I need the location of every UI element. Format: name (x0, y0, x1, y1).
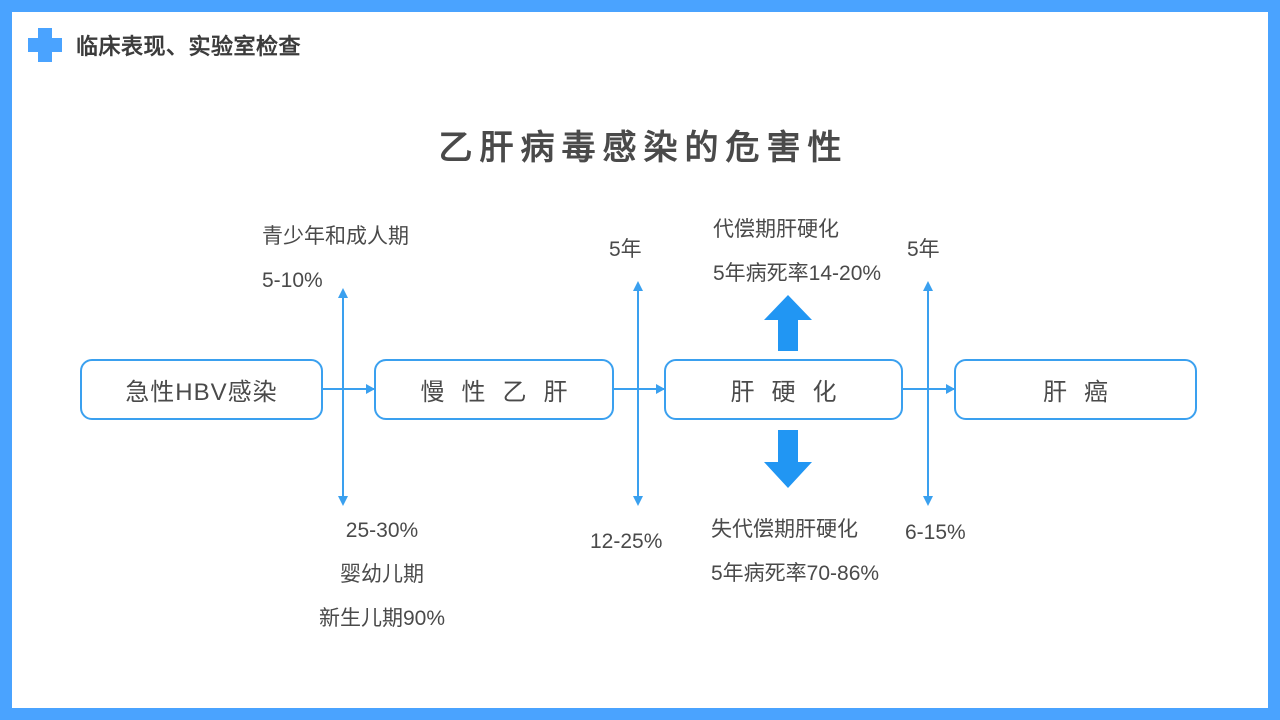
label-decompensated-cirrhosis: 失代偿期肝硬化 5年病死率70-86% (711, 518, 880, 585)
vertical-double-arrow-acute-chronic (338, 288, 348, 506)
slide-canvas: 临床表现、实验室检查 乙肝病毒感染的危害性 急性HBV感染 慢性乙肝 肝硬化 肝… (12, 12, 1268, 708)
arrow-up-thick-icon (764, 295, 812, 351)
vertical-double-arrow-chronic-cirrhosis (633, 281, 643, 506)
flow-box-acute-hbv-infection[interactable]: 急性HBV感染 (80, 359, 323, 420)
flow-box-cirrhosis[interactable]: 肝硬化 (664, 359, 903, 420)
connector-arrow-acute-to-chronic (323, 384, 375, 394)
label-infant-progression: 25-30% 婴幼儿期 新生儿期90% (318, 519, 446, 630)
header-title: 临床表现、实验室检查 (76, 34, 302, 59)
medical-cross-icon (28, 28, 62, 62)
label-chronic-to-cirrhosis-years: 5年 (609, 238, 642, 261)
flow-box-chronic-hepatitis-b[interactable]: 慢性乙肝 (374, 359, 614, 420)
flow-box-label: 慢性乙肝 (420, 379, 585, 406)
label-compensated-cirrhosis: 代偿期肝硬化 5年病死率14-20% (713, 218, 882, 285)
vertical-double-arrow-cirrhosis-cancer (923, 281, 933, 506)
label-chronic-to-cirrhosis-rate: 12-25% (590, 530, 663, 553)
arrow-down-thick-icon (764, 430, 812, 488)
connector-arrow-cirrhosis-to-cancer (903, 384, 955, 394)
page-title: 乙肝病毒感染的危害性 (438, 129, 849, 167)
label-cirrhosis-to-cancer-rate: 6-15% (905, 521, 966, 544)
label-adolescent-progression: 青少年和成人期 5-10% (262, 225, 409, 292)
flow-box-label: 肝硬化 (730, 379, 854, 406)
flow-box-liver-cancer[interactable]: 肝癌 (954, 359, 1197, 420)
flow-box-label: 肝癌 (1043, 379, 1125, 406)
label-cirrhosis-to-cancer-years: 5年 (907, 238, 940, 261)
slide-header: 临床表现、实验室检查 (28, 28, 301, 62)
flow-box-label: 急性HBV感染 (125, 379, 278, 406)
connector-arrow-chronic-to-cirrhosis (614, 384, 665, 394)
